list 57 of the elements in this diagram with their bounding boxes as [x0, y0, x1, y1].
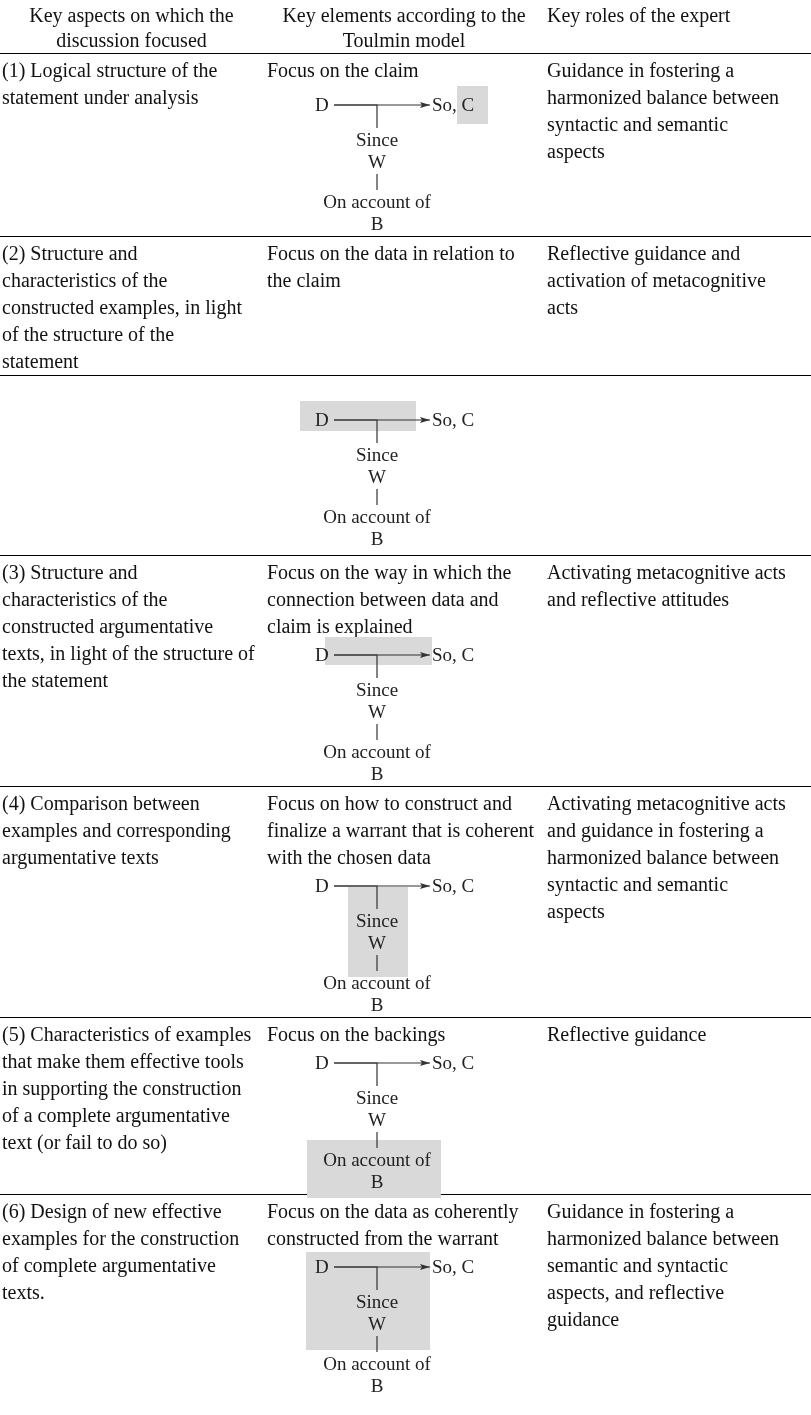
backing-label: On account of B [317, 1149, 437, 1193]
claim-label: So, C [432, 94, 490, 116]
warrant-label: Since W [347, 1087, 407, 1131]
data-label: D [315, 94, 331, 116]
connector-line [376, 1335, 378, 1353]
aspect-text: (3) Structure and characteristics of the constructed argumentative texts, in light of the structure of the statement [2, 560, 255, 693]
warrant-label: Since W [347, 129, 407, 173]
backing-label: On account of B [317, 741, 437, 785]
data-label: D [315, 1052, 331, 1074]
warrant-label: Since W [347, 1291, 407, 1335]
aspect-text: (2) Structure and characteristics of the constructed examples, in light of the structure of the statement [2, 241, 243, 374]
connector-line [376, 954, 378, 972]
column-header: Key elements according to the Toulmin model [281, 3, 527, 53]
backing-label: On account of B [317, 972, 437, 1016]
element-description: Focus on the backings [267, 1022, 447, 1048]
warrant-label: Since W [347, 444, 407, 488]
claim-label: So, C [432, 1256, 490, 1278]
connector-line [333, 1062, 378, 1087]
expert-role-text: Reflective guidance [547, 1022, 708, 1048]
expert-role-text: Guidance in fostering a harmonized balance between syntactic and semantic aspects [547, 58, 781, 165]
element-description: Focus on how to construct and finalize a warrant that is coherent with the chosen data [267, 791, 535, 870]
column-header: Key aspects on which the discussion focused [28, 3, 235, 53]
claim-label: So, C [432, 644, 490, 666]
aspect-text: (6) Design of new effective examples for the construction of complete argumentative texts. [2, 1199, 241, 1305]
data-label: D [315, 644, 331, 666]
backing-label: On account of B [317, 1353, 437, 1397]
connector-line [376, 173, 378, 191]
aspect-text: (5) Characteristics of examples that make them effective tools in supporting the construction of a complete argumentative text (or fail to do so) [2, 1022, 253, 1156]
connector-line [376, 1131, 378, 1149]
data-label: D [315, 1256, 331, 1278]
connector-line [333, 104, 378, 129]
element-description: Focus on the way in which the connection between data and claim is explained [267, 560, 513, 639]
connector-line [333, 885, 378, 910]
connector-line [376, 488, 378, 506]
element-description: Focus on the data as coherently constructed from the warrant [267, 1199, 520, 1251]
warrant-label: Since W [347, 910, 407, 954]
aspect-text: (1) Logical structure of the statement under analysis [2, 58, 219, 111]
expert-role-text: Guidance in fostering a harmonized balance between semantic and syntactic aspects, and reflective guidance [547, 1199, 781, 1333]
element-description: Focus on the claim [267, 58, 420, 83]
data-label: D [315, 409, 331, 431]
expert-role-text: Activating metacognitive acts and reflective attitudes [547, 560, 787, 612]
element-description: Focus on the data in relation to the claim [267, 241, 516, 293]
warrant-label: Since W [347, 679, 407, 723]
column-header: Key roles of the expert [547, 3, 732, 28]
claim-label: So, C [432, 1052, 490, 1074]
connector-line [333, 419, 378, 444]
expert-role-text: Reflective guidance and activation of metacognitive acts [547, 241, 767, 320]
claim-label: So, C [432, 875, 490, 897]
aspect-text: (4) Comparison between examples and corresponding argumentative texts [2, 791, 232, 871]
data-label: D [315, 875, 331, 897]
expert-role-text: Activating metacognitive acts and guidance in fostering a harmonized balance between syntactic and semantic aspects [547, 791, 787, 925]
claim-label: So, C [432, 409, 490, 431]
connector-line [333, 654, 378, 679]
connector-line [333, 1266, 378, 1291]
backing-label: On account of B [317, 191, 437, 235]
backing-label: On account of B [317, 506, 437, 550]
connector-line [376, 723, 378, 741]
